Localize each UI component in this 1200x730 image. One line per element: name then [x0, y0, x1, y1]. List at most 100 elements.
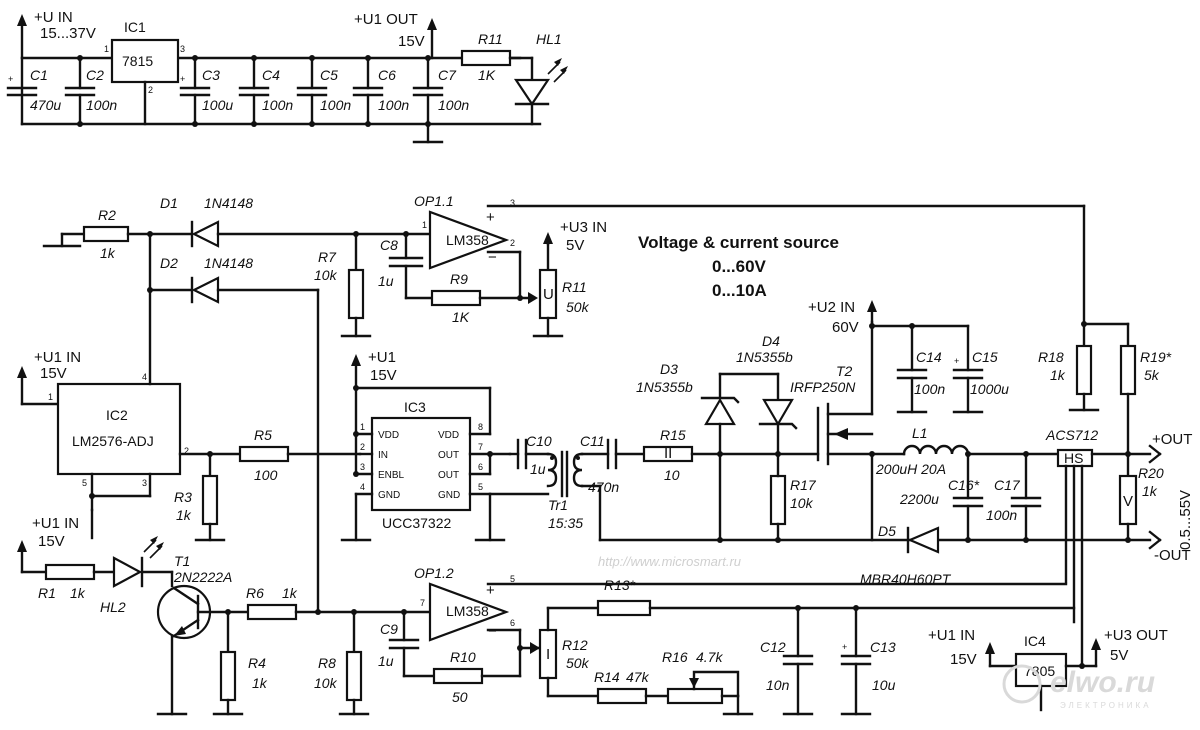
svg-text:3: 3: [180, 44, 185, 54]
c3-ref: C3: [202, 67, 220, 83]
out-range-label: 0.5...55V: [1177, 490, 1194, 550]
u1-label: +U1: [368, 349, 396, 366]
c12-ref: C12: [760, 639, 786, 655]
resistor-r17: [769, 474, 787, 526]
svg-text:+: +: [486, 582, 495, 599]
resistor-r6: [246, 603, 298, 621]
c15-val: 1000u: [970, 381, 1009, 397]
r18-val: 1k: [1050, 367, 1066, 383]
svg-text:1: 1: [104, 44, 109, 54]
c6-ref: C6: [378, 67, 396, 83]
ic1-ref: IC1: [124, 19, 146, 35]
opamp-op11: [428, 210, 510, 270]
resistor-r1: [44, 563, 96, 581]
t2-val: IRFP250N: [790, 379, 856, 395]
svg-text:5: 5: [478, 482, 483, 492]
svg-text:3: 3: [510, 198, 515, 208]
svg-text:2: 2: [184, 446, 189, 456]
c11-ref: C11: [580, 433, 605, 449]
svg-text:+: +: [486, 209, 495, 226]
ic4-part: 7805: [1024, 663, 1055, 679]
c15-ref: C15: [972, 349, 998, 365]
c9-val: 1u: [378, 653, 394, 669]
r7-val: 10k: [314, 267, 338, 283]
r16-ref: R16: [662, 649, 688, 665]
u3-in-v: 5V: [566, 237, 584, 254]
c8-ref: C8: [380, 237, 398, 253]
title-line1: Voltage & current source: [638, 233, 839, 252]
c6-val: 100n: [378, 97, 409, 113]
logo-subtext: ЭЛЕКТРОНИКА: [1060, 701, 1152, 710]
c4-ref: C4: [262, 67, 280, 83]
capacitor-c5: [296, 55, 328, 127]
capacitor-c7: [412, 55, 444, 127]
led-hl1-icon: [513, 58, 568, 106]
op12-ref: OP1.2: [414, 565, 454, 581]
ic1-7815: [110, 38, 180, 84]
svg-text:1: 1: [422, 220, 427, 230]
t1-u1-in-v: 15V: [38, 533, 65, 550]
ic3-pin-gnd1: GND: [378, 490, 400, 501]
diode-d2-icon: [190, 276, 220, 304]
c13-val: 10u: [872, 677, 896, 693]
resistor-r13: [596, 599, 652, 617]
u2-in-arrow-icon: [867, 300, 877, 324]
svg-text:5: 5: [82, 478, 87, 488]
r4-ref: R4: [248, 655, 266, 671]
r8-val: 10k: [314, 675, 338, 691]
ic3-part: UCC37322: [382, 515, 451, 531]
r2-ref: R2: [98, 207, 116, 223]
svg-text:7: 7: [420, 598, 425, 608]
r16-val: 4.7k: [696, 649, 723, 665]
u2-in-label: +U2 IN: [808, 299, 855, 316]
u-in-label: +U IN: [34, 9, 73, 26]
d4-ref: D4: [762, 333, 780, 349]
resistor-r14: [596, 687, 648, 705]
u3-in-label: +U3 IN: [560, 219, 607, 236]
power-stage: D3 1N5355b D4 1N5355b R17 10k T2 IRFP250…: [598, 204, 1194, 668]
op12-part: LM358: [446, 603, 489, 619]
zener-d3-icon: [700, 396, 740, 426]
c14-val: 100n: [914, 381, 945, 397]
r10-ref: R10: [450, 649, 476, 665]
ic3-ucc37322: [370, 416, 472, 512]
svg-text:2: 2: [148, 85, 153, 95]
ic3-pin-in: IN: [378, 450, 388, 461]
op11-part: LM358: [446, 232, 489, 248]
resistor-r9: [430, 289, 482, 307]
logo-text: elwo.ru: [1050, 666, 1155, 699]
r20-sym: V: [1123, 493, 1133, 510]
r7-ref: R7: [318, 249, 337, 265]
ic2-part: LM2576-ADJ: [72, 433, 154, 449]
diode-d5-icon: [906, 526, 940, 554]
svg-text:7: 7: [478, 442, 483, 452]
c16-ref: C16*: [948, 477, 980, 493]
inductor-l1: [902, 444, 970, 456]
r1-val: 1k: [70, 585, 86, 601]
r20-ref: R20: [1138, 465, 1164, 481]
resistor-r11-1k: [460, 49, 512, 67]
r4-val: 1k: [252, 675, 268, 691]
resistor-r10: [432, 667, 484, 685]
svg-text:6: 6: [478, 462, 483, 472]
svg-text:+: +: [842, 642, 847, 652]
resistor-r4: [219, 650, 237, 702]
resistor-r19: [1119, 344, 1137, 396]
title-line2: 0...60V: [712, 257, 767, 276]
resistor-r7: [347, 268, 365, 320]
svg-text:II: II: [664, 445, 672, 462]
d1-val: 1N4148: [204, 195, 253, 211]
u3-out-v: 5V: [1110, 647, 1128, 664]
r14-ref: R14: [594, 669, 620, 685]
svg-text:4: 4: [360, 482, 365, 492]
r19-ref: R19*: [1140, 349, 1172, 365]
watermark-url: http://www.microsmart.ru: [598, 554, 741, 569]
d2-val: 1N4148: [204, 255, 253, 271]
capacitor-c6: [352, 55, 384, 127]
r10-val: 50: [452, 689, 468, 705]
t1-u1-in-label: +U1 IN: [32, 515, 79, 532]
out-neg-label: -OUT: [1154, 547, 1191, 564]
svg-text:−: −: [488, 623, 497, 640]
l1-val: 200uH 20A: [875, 461, 946, 477]
